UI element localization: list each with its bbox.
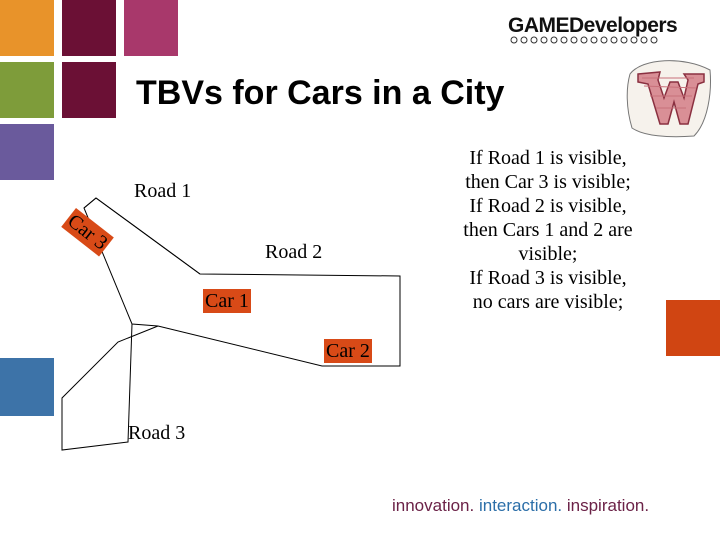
rule-line: then Cars 1 and 2 are xyxy=(463,219,633,241)
rule-line: If Road 2 is visible, xyxy=(469,195,627,217)
deco-square-red-orange xyxy=(666,300,720,356)
rule-line: then Car 3 is visible; xyxy=(465,171,631,193)
road-2-label: Road 2 xyxy=(265,241,323,263)
road-1-label: Road 1 xyxy=(134,180,192,202)
road-3-label: Road 3 xyxy=(128,422,186,444)
visibility-rules-text: If Road 1 is visible, then Car 3 is visi… xyxy=(432,146,664,314)
tagline-interaction: interaction. xyxy=(478,496,563,515)
wisconsin-w-logo xyxy=(626,60,711,138)
rule-line: no cars are visible; xyxy=(472,291,624,313)
logo-dots-graphic xyxy=(510,36,658,44)
page-title: TBVs for Cars in a City xyxy=(136,74,505,112)
rule-line: visible; xyxy=(518,243,578,265)
road-3-outline xyxy=(61,323,159,451)
deco-square-blue xyxy=(0,358,54,416)
footer-tagline: innovation. interaction. inspiration. xyxy=(392,496,649,516)
car-1-label: Car 1 xyxy=(203,289,251,313)
road-1-outline xyxy=(83,197,201,275)
car-2-label: Car 2 xyxy=(324,339,372,363)
deco-square-maroon xyxy=(62,0,116,56)
rule-line: If Road 3 is visible, xyxy=(469,267,627,289)
rule-line: If Road 1 is visible, xyxy=(469,147,627,169)
deco-square-orange xyxy=(0,0,54,56)
tagline-innovation: innovation. xyxy=(392,496,475,515)
game-developers-logo: GAMEDevelopers xyxy=(508,14,678,37)
deco-square-purple xyxy=(0,124,54,180)
deco-square-magenta xyxy=(124,0,178,56)
tagline-inspiration: inspiration. xyxy=(566,496,650,515)
deco-square-maroon-2 xyxy=(62,62,116,118)
deco-square-green xyxy=(0,62,54,118)
